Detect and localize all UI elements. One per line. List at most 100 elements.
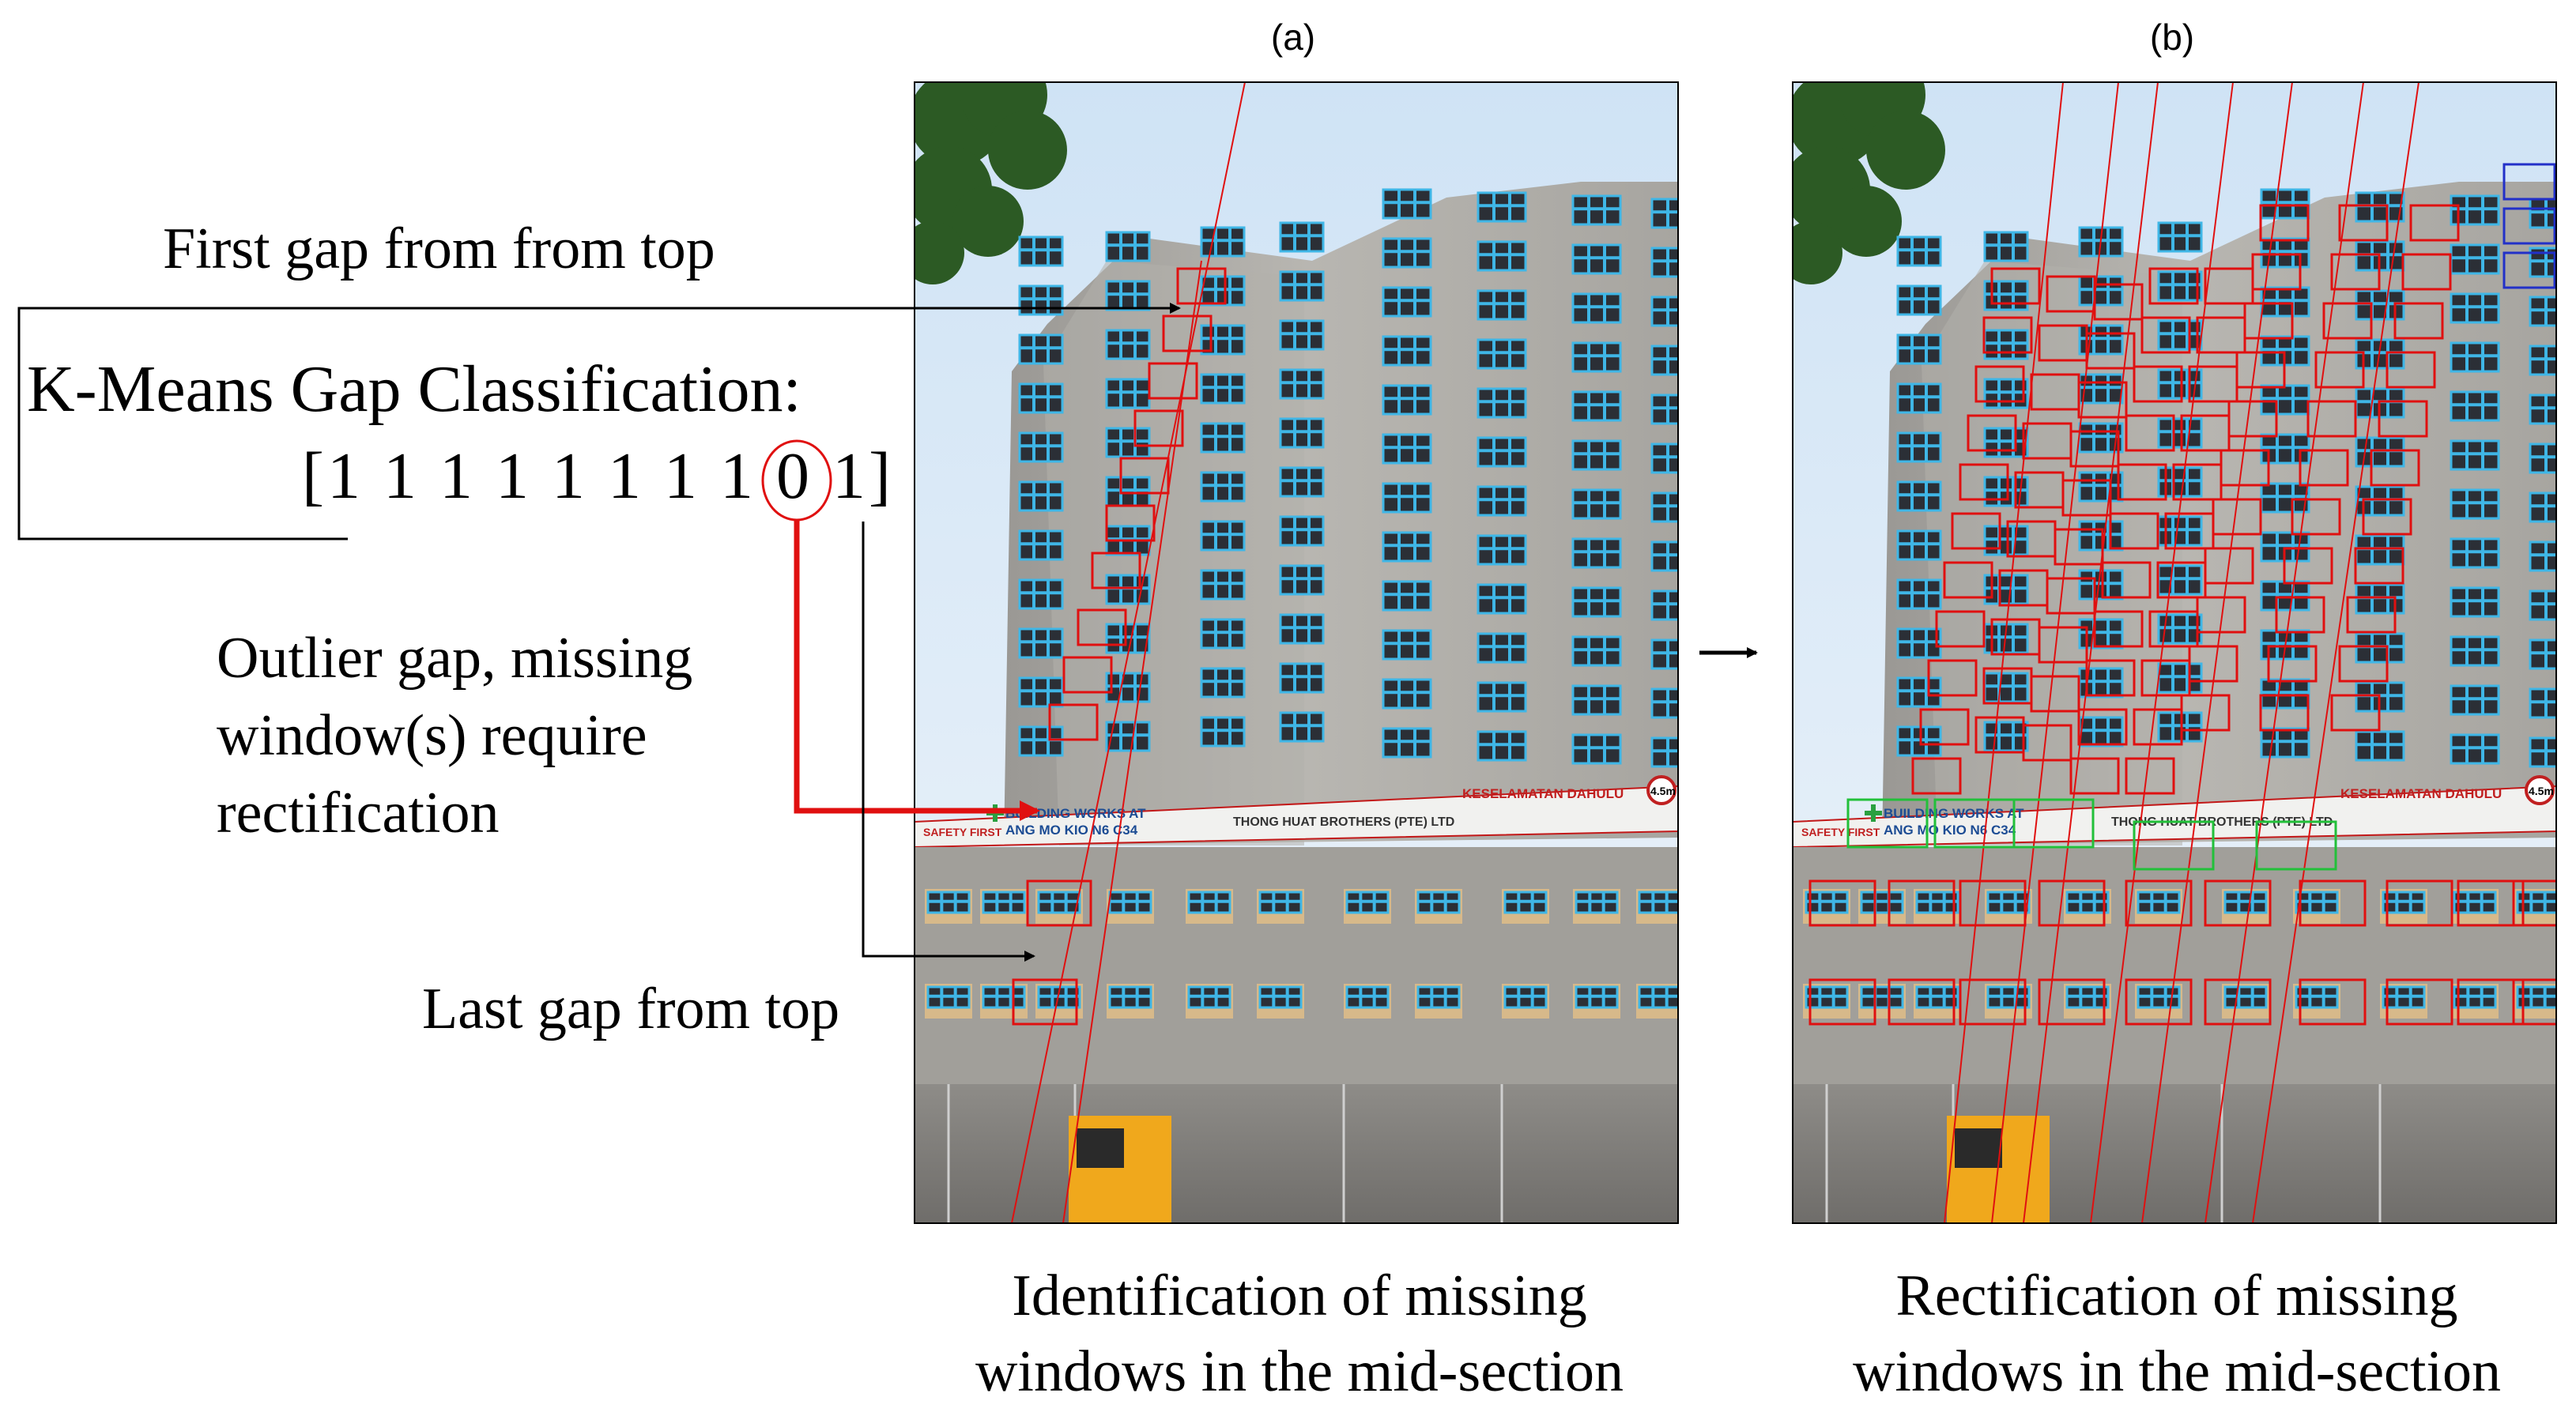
window <box>1200 373 1246 405</box>
window <box>1382 678 1432 710</box>
plywood-panel <box>1257 889 1304 924</box>
plywood-panel <box>1035 984 1083 1019</box>
window <box>2450 488 2500 520</box>
plywood-panel <box>2293 889 2340 924</box>
detected-window-box <box>2030 675 2080 713</box>
window <box>1860 985 1904 1009</box>
detected-window-box <box>2299 449 2349 487</box>
lower-windows-b <box>1803 889 2556 1019</box>
plywood-panel <box>1415 889 1462 924</box>
outlier-connector <box>794 520 1040 821</box>
plywood-panel <box>2380 984 2427 1019</box>
window <box>2450 439 2500 471</box>
plywood-panel <box>2514 984 2556 1019</box>
window <box>1200 422 1246 454</box>
window <box>1805 891 1849 914</box>
window <box>1105 574 1151 605</box>
window <box>1650 638 1678 670</box>
detected-window-box <box>2164 512 2215 550</box>
window <box>2529 198 2556 229</box>
banner-contractor-b: THONG HUAT BROTHERS (PTE) LTD <box>2111 815 2333 829</box>
window <box>2355 485 2405 517</box>
window <box>1477 534 1527 566</box>
window <box>1105 525 1151 556</box>
detected-window-box <box>2030 373 2080 411</box>
window <box>2260 286 2310 318</box>
window <box>2529 540 2556 572</box>
detected-window-box <box>1959 879 2027 927</box>
window <box>2078 373 2124 405</box>
window <box>1382 335 1432 367</box>
window <box>2260 580 2310 612</box>
detected-window-box <box>1951 512 2001 550</box>
detected-window-box <box>2125 757 2175 795</box>
window <box>2260 433 2310 465</box>
window <box>2157 221 2203 253</box>
window <box>1382 286 1432 318</box>
caption-a-line-2: windows in the mid-section <box>975 1339 1624 1404</box>
window <box>1108 985 1152 1009</box>
plywood-panel <box>2293 984 2340 1019</box>
detected-window-box <box>2409 204 2460 242</box>
window <box>2078 324 2124 356</box>
window <box>2078 716 2124 748</box>
plywood-panel <box>1573 984 1620 1019</box>
window <box>1571 292 1622 324</box>
window <box>2065 985 2110 1009</box>
window-grid-b <box>1896 188 2556 768</box>
window <box>2529 296 2556 327</box>
detected-window-box <box>2370 449 2420 487</box>
window <box>1805 985 1849 1009</box>
window <box>1105 280 1151 311</box>
window <box>2529 638 2556 670</box>
window <box>2450 243 2500 275</box>
detected-window-box <box>2267 645 2318 683</box>
window <box>2137 891 2181 914</box>
plywood-panel <box>2064 889 2111 924</box>
detected-window-box <box>2393 302 2444 340</box>
tree-b <box>1793 82 1945 284</box>
window <box>1983 329 2029 360</box>
detected-window-box <box>2346 596 2397 634</box>
window <box>1896 235 1942 267</box>
plywood-panel <box>1985 889 2032 924</box>
detected-window-box <box>2156 561 2207 599</box>
window <box>982 985 1026 1009</box>
window <box>1983 623 2029 654</box>
window <box>2260 482 2310 514</box>
plywood-panel <box>1035 889 1083 924</box>
window <box>1896 480 1942 512</box>
window <box>1345 891 1390 914</box>
plywood-panel <box>1636 889 1678 924</box>
window <box>2355 730 2405 762</box>
window <box>2295 985 2339 1009</box>
window <box>1037 891 1081 914</box>
detected-window-box <box>2085 659 2136 697</box>
detected-window-box <box>2125 978 2193 1026</box>
banner-safety-b: SAFETY FIRST <box>1801 826 1880 838</box>
detected-window-box <box>1919 708 1970 746</box>
window <box>2260 678 2310 710</box>
window <box>2157 613 2203 645</box>
detected-window-box <box>2204 978 2272 1026</box>
window <box>2157 662 2203 694</box>
window <box>1382 433 1432 465</box>
detected-window-box <box>2180 694 2231 732</box>
rectified-window-box <box>1846 798 1929 849</box>
window <box>1105 378 1151 409</box>
detected-window-box <box>1077 608 1127 646</box>
window <box>1105 476 1151 507</box>
window <box>1983 721 2029 752</box>
detected-window-box <box>2259 694 2310 732</box>
window <box>1638 891 1678 914</box>
rectified-window-box <box>2012 798 2095 849</box>
detected-window-box <box>2077 708 2128 746</box>
window <box>1279 319 1325 351</box>
plywood-panel <box>1344 984 1391 1019</box>
detected-window-box <box>2085 332 2136 370</box>
detected-window-box <box>1062 656 1113 694</box>
window <box>2157 564 2203 596</box>
classification-vector: [1 1 1 1 1 1 1 1 0 1] <box>302 439 894 513</box>
detected-window-box <box>1959 978 2027 1026</box>
window <box>1279 466 1325 498</box>
